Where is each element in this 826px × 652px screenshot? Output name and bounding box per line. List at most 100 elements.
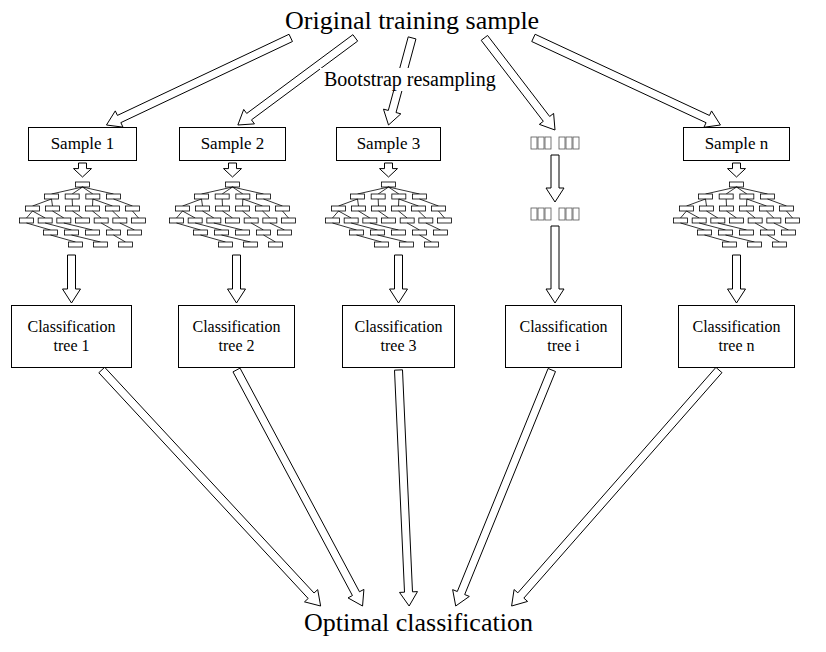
node-text: Classification tree i — [510, 318, 617, 355]
tree-leaf — [375, 242, 389, 247]
tree-leaf — [188, 218, 202, 223]
tree-leaf — [216, 206, 230, 211]
node-text: Classification tree 3 — [347, 318, 450, 355]
tree-branch — [774, 223, 789, 230]
node-text: Sample 3 — [357, 134, 421, 154]
tree-leaf — [371, 194, 385, 199]
tree-branch — [419, 211, 426, 218]
tree-branch — [222, 187, 232, 194]
tree-leaf — [700, 206, 714, 211]
tree-branch — [177, 211, 183, 218]
tree-leaf — [226, 218, 240, 223]
tree-branch — [755, 223, 767, 230]
tree-branch — [263, 211, 270, 218]
tree-leaf — [719, 230, 733, 235]
tree-branch — [687, 199, 706, 206]
tree-leaf — [760, 206, 774, 211]
tree-leaf — [86, 230, 100, 235]
tree-leaf — [351, 194, 365, 199]
block-arrow — [532, 34, 721, 127]
tree-branch — [687, 211, 700, 218]
tree-branch — [378, 199, 379, 206]
glyph-box — [538, 208, 544, 220]
tree-branch — [72, 199, 73, 206]
tree-leaf — [126, 206, 140, 211]
block-arrow — [233, 368, 364, 606]
tree-leaf — [257, 230, 271, 235]
process-box: Sample n — [683, 127, 790, 161]
tree-leaf — [128, 230, 142, 235]
glyph-box — [573, 208, 579, 220]
tree-branch — [681, 211, 687, 218]
arrow-segment — [532, 34, 721, 127]
block-arrow — [546, 155, 564, 202]
tree-leaf — [748, 218, 762, 223]
tree-leaf — [400, 242, 414, 247]
tree-branch — [92, 199, 93, 206]
process-box: Classification tree 1 — [11, 305, 132, 368]
arrow-segment — [390, 255, 408, 303]
tree-branch — [746, 199, 747, 206]
tree-leaf — [419, 218, 433, 223]
process-box: Classification tree i — [505, 305, 622, 368]
tree-branch — [33, 211, 46, 218]
node-text: Sample n — [705, 134, 769, 154]
tree-branch — [51, 235, 76, 242]
tree-branch — [358, 187, 389, 194]
tree-branch — [120, 223, 135, 230]
block-arrow — [546, 226, 564, 303]
tree-leaf — [276, 206, 290, 211]
tree-branch — [767, 211, 774, 218]
arrow-segment — [106, 34, 292, 127]
tree-leaf — [107, 194, 121, 199]
tree-branch — [339, 211, 352, 218]
tree-leaf — [236, 194, 250, 199]
tree-branch — [264, 199, 283, 206]
tree-leaf — [106, 206, 120, 211]
tree-branch — [73, 211, 83, 218]
node-text: Classification tree n — [683, 318, 790, 355]
process-box: Classification tree 2 — [178, 305, 295, 368]
arrow-segment — [74, 163, 92, 177]
tree-leaf — [371, 230, 385, 235]
tree-branch — [357, 235, 382, 242]
tree-leaf — [263, 218, 277, 223]
tree-leaf — [44, 230, 58, 235]
tree-branch — [64, 223, 93, 230]
tree-branch — [93, 199, 113, 206]
process-box: Sample 3 — [336, 127, 441, 161]
tree-branch — [270, 223, 285, 230]
tree-branch — [114, 235, 126, 242]
tree-leaf — [226, 182, 240, 187]
tree-branch — [201, 235, 226, 242]
tree-branch — [399, 199, 419, 206]
tree-branch — [727, 211, 737, 218]
tree-illustrations — [20, 35, 800, 303]
tree-leaf — [132, 218, 146, 223]
tree-branch — [439, 211, 445, 218]
tree-leaf — [94, 242, 108, 247]
tree-leaf — [392, 194, 406, 199]
tree-leaf — [692, 218, 706, 223]
tree-leaf — [432, 206, 446, 211]
tree-leaf — [761, 230, 775, 235]
tree-leaf — [69, 242, 83, 247]
tree-branch — [787, 211, 793, 218]
tree-branch — [33, 199, 52, 206]
tree-leaf — [382, 218, 396, 223]
placeholder-glyphs — [531, 208, 579, 220]
tree-leaf — [282, 218, 296, 223]
tree-leaf — [730, 218, 744, 223]
tree-leaf — [344, 218, 358, 223]
node-text: Optimal classification — [304, 608, 533, 638]
block-arrow — [224, 163, 246, 303]
tree-leaf — [38, 218, 52, 223]
arrow-segment — [233, 368, 364, 606]
tree-leaf — [740, 230, 754, 235]
tree-leaf — [45, 194, 59, 199]
tree-branch — [389, 187, 420, 194]
tree-leaf — [719, 194, 733, 199]
tree-icon — [326, 182, 452, 247]
glyph-box — [566, 137, 572, 149]
